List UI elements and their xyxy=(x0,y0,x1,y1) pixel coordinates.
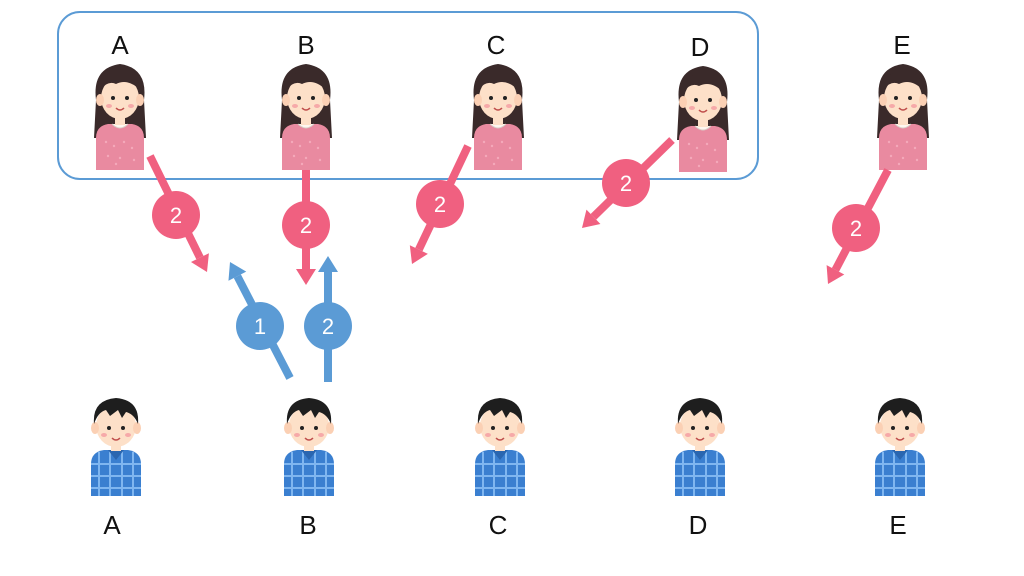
pink-arrow-a-head xyxy=(190,253,209,272)
boy-figure-a xyxy=(90,397,142,497)
pink-arrow-c-badge-label: 2 xyxy=(434,192,446,217)
pink-arrow-e-head xyxy=(826,265,845,284)
blue-arrow-1-badge xyxy=(236,302,284,350)
boy-figure-c xyxy=(474,397,526,497)
boy-figure-e xyxy=(874,397,926,497)
pink-arrow-c: 2 xyxy=(409,144,472,264)
blue-arrow-2-badge-label: 2 xyxy=(322,314,334,339)
pink-arrow-e: 2 xyxy=(826,168,892,284)
pink-arrow-a-badge xyxy=(152,191,200,239)
blue-arrow-1: 1 xyxy=(228,262,294,380)
pink-arrow-b-badge-label: 2 xyxy=(300,213,312,238)
blue-arrow-1-head xyxy=(228,262,247,281)
blue-arrow-1-badge-label: 1 xyxy=(254,314,266,339)
pink-arrow-d: 2 xyxy=(582,137,675,228)
boy-figure-b xyxy=(283,397,335,497)
pink-arrow-a-badge-label: 2 xyxy=(170,203,182,228)
girl-figure-c xyxy=(471,63,525,171)
girl-figure-d xyxy=(676,65,730,173)
blue-arrow-2: 2 xyxy=(304,256,352,382)
boy-figure-d xyxy=(674,397,726,497)
top-label-b: B xyxy=(297,30,315,60)
blue-arrow-2-head xyxy=(318,256,338,272)
bottom-label-a: A xyxy=(103,510,121,540)
pink-arrow-a: 2 xyxy=(146,154,209,272)
pink-arrow-b-head xyxy=(296,269,316,285)
top-label-d: D xyxy=(690,32,710,62)
bottom-label-b: B xyxy=(299,510,317,540)
pink-arrow-b-badge xyxy=(282,201,330,249)
bottom-label-e: E xyxy=(889,510,907,540)
pink-arrow-b: 2 xyxy=(282,170,330,285)
group-box xyxy=(57,11,759,180)
pink-arrow-d-head xyxy=(582,209,601,228)
top-label-a: A xyxy=(111,30,129,60)
girl-figure-a xyxy=(93,63,147,171)
top-label-e: E xyxy=(893,30,911,60)
pink-arrow-c-badge xyxy=(416,180,464,228)
pink-arrow-c-head xyxy=(409,245,428,264)
bottom-label-c: C xyxy=(488,510,508,540)
top-label-c: C xyxy=(486,30,506,60)
pink-arrow-d-badge xyxy=(602,159,650,207)
girl-figure-b xyxy=(279,63,333,171)
blue-arrow-2-badge xyxy=(304,302,352,350)
pink-arrow-e-badge-label: 2 xyxy=(850,216,862,241)
girl-figure-e xyxy=(876,63,930,171)
bottom-label-d: D xyxy=(688,510,708,540)
pink-arrow-e-badge xyxy=(832,204,880,252)
pink-arrow-d-badge-label: 2 xyxy=(620,171,632,196)
